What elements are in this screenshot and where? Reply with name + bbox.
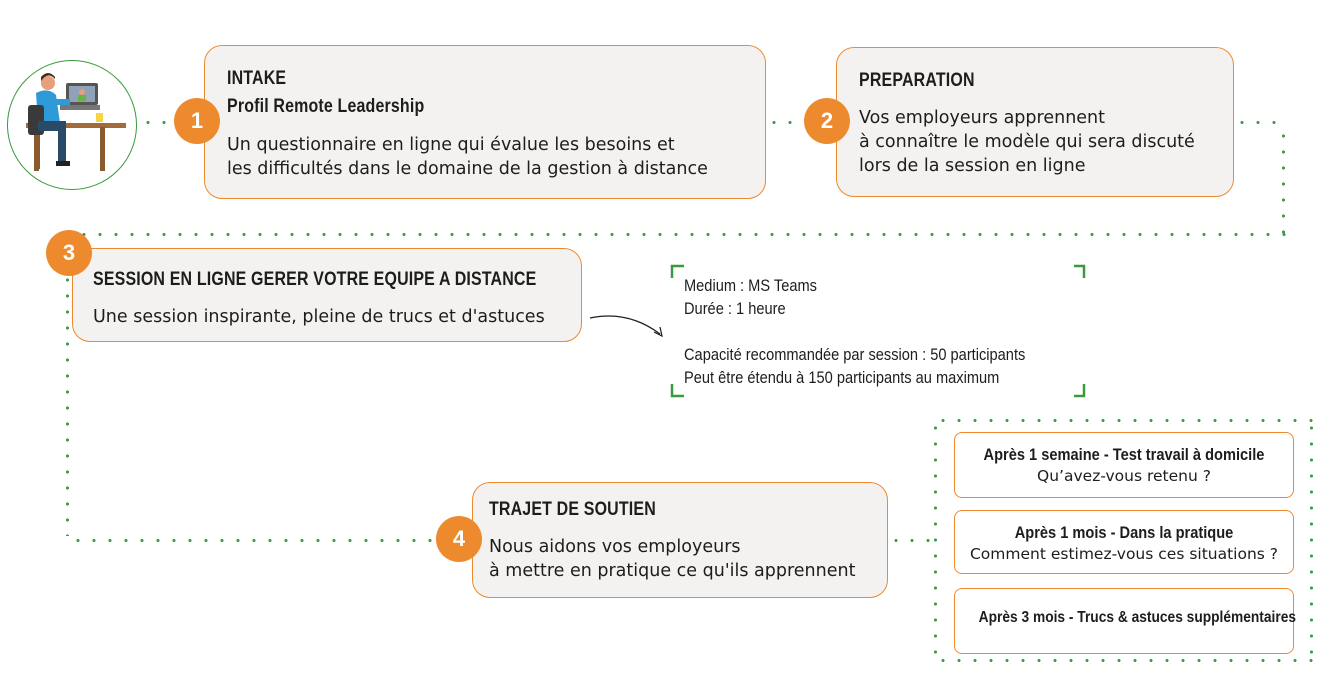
step-number-badge: 1: [174, 98, 220, 144]
step-title: SESSION EN LIGNE GERER VOTRE EQUIPE A DI…: [93, 269, 537, 290]
session-medium: Medium : MS Teams: [684, 276, 817, 295]
connector-1-2: [766, 121, 804, 124]
followup-week-box: Après 1 semaine - Test travail à domicil…: [954, 432, 1294, 498]
followup-frame-top: [935, 419, 1315, 422]
followup-title: Après 3 mois - Trucs & astuces supplémen…: [978, 609, 1297, 626]
step-line: les difficultés dans le domaine de la ge…: [227, 159, 708, 179]
step-intake-box: INTAKE Profil Remote Leadership Un quest…: [204, 45, 766, 199]
step-line: Une session inspirante, pleine de trucs …: [93, 307, 545, 327]
step-number-badge: 3: [46, 230, 92, 276]
step-number-badge: 4: [436, 516, 482, 562]
step-title: INTAKE: [227, 68, 287, 89]
step-subtitle: Profil Remote Leadership: [227, 96, 425, 117]
followup-subtitle: Comment estimez-vous ces situations ?: [969, 545, 1279, 563]
followup-subtitle: Qu’avez-vous retenu ?: [1037, 467, 1211, 485]
step-line: Vos employeurs apprennent: [859, 108, 1105, 128]
session-duration: Durée : 1 heure: [684, 299, 786, 318]
step-preparation-box: PREPARATION Vos employeurs apprennent à …: [836, 47, 1234, 197]
step-support-box: TRAJET DE SOUTIEN Nous aidons vos employ…: [472, 482, 888, 598]
session-capacity: Capacité recommandée par session : 50 pa…: [684, 345, 1026, 364]
connector-2-right: [1234, 121, 1286, 124]
connector-4-followups: [888, 539, 936, 542]
followup-frame-left: [934, 420, 937, 660]
step-line: à connaître le modèle qui sera discuté: [859, 132, 1195, 152]
connector-right-down: [1282, 128, 1285, 234]
step-line: à mettre en pratique ce qu'ils apprennen…: [489, 561, 856, 581]
curved-arrow-icon: [589, 315, 663, 338]
followup-title: Après 1 mois - Dans la pratique: [1014, 523, 1234, 542]
connector-0-1: [140, 121, 172, 124]
details-bracket-frame: [670, 264, 1086, 398]
connector-left-down: [66, 272, 69, 536]
step-title: TRAJET DE SOUTIEN: [489, 499, 656, 520]
followup-three-months-box: Après 3 mois - Trucs & astuces supplémen…: [954, 588, 1297, 654]
step-number-badge: 2: [804, 98, 850, 144]
step-line: lors de la session en ligne: [859, 156, 1086, 176]
person-at-laptop-icon: [7, 60, 137, 190]
step-title: PREPARATION: [859, 70, 975, 91]
followup-frame-bottom: [935, 659, 1315, 662]
step-session-box: SESSION EN LIGNE GERER VOTRE EQUIPE A DI…: [72, 248, 582, 342]
step-line: Nous aidons vos employeurs: [489, 537, 741, 557]
followup-title: Après 1 semaine - Test travail à domicil…: [983, 445, 1265, 464]
session-max-capacity: Peut être étendu à 150 participants au m…: [684, 368, 1000, 387]
followup-frame-right: [1310, 420, 1313, 660]
connector-row-3: [76, 233, 1286, 236]
followup-month-box: Après 1 mois - Dans la pratique Comment …: [954, 510, 1294, 574]
connector-to-4: [70, 539, 434, 542]
step-line: Un questionnaire en ligne qui évalue les…: [227, 135, 675, 155]
